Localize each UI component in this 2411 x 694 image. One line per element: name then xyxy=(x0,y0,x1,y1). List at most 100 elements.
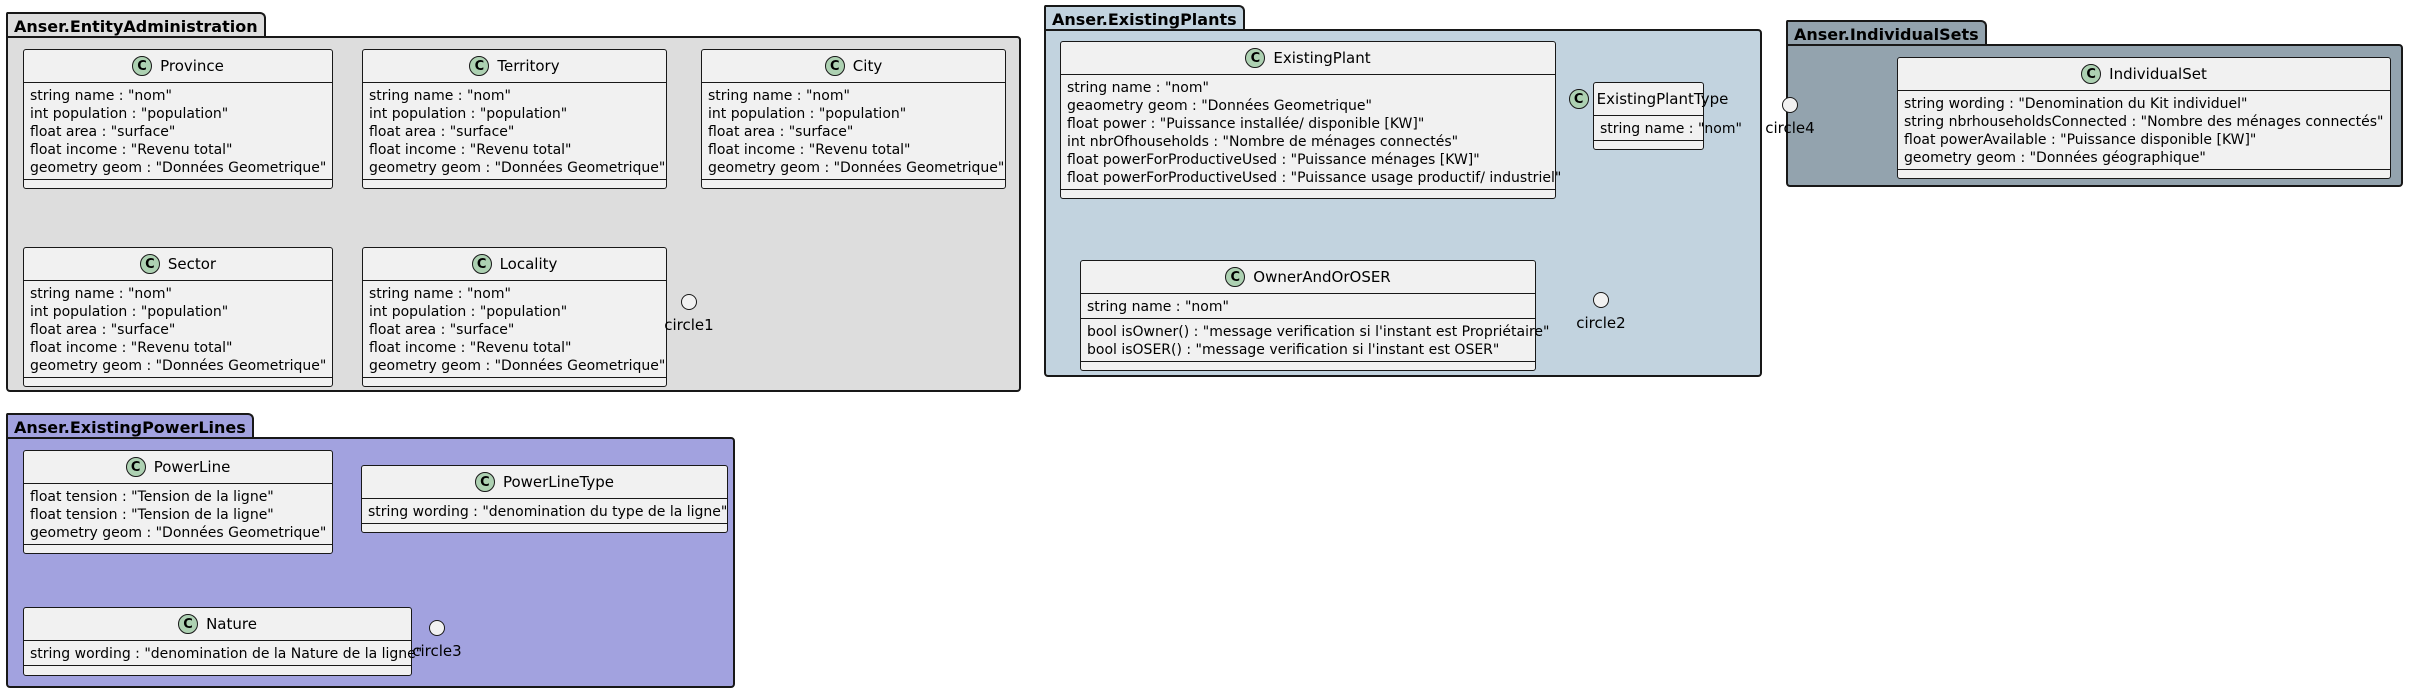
interface-circle4[interactable]: circle4 xyxy=(1750,97,1830,137)
class-method: bool isOSER() : "message verification si… xyxy=(1087,342,1500,358)
class-sector[interactable]: C Sector string name : "nom"int population… xyxy=(23,247,333,387)
class-c-icon: C xyxy=(139,254,160,274)
class-c-icon: C xyxy=(2081,64,2102,84)
class-power-line-type[interactable]: C PowerLineType string wording : "denomina… xyxy=(361,465,728,533)
circle-label: circle4 xyxy=(1765,119,1815,137)
class-attribute: int population : "population" xyxy=(708,106,907,122)
class-header: C Sector xyxy=(24,248,332,281)
class-attribute: geometry geom : "Données Geometrique" xyxy=(369,358,666,374)
class-attribute: float area : "surface" xyxy=(369,322,515,338)
class-c-icon: C xyxy=(125,457,146,477)
class-individual-set[interactable]: C IndividualSet string wording : "Denomina… xyxy=(1897,57,2391,179)
class-attribute: string name : "nom" xyxy=(30,88,172,104)
class-attribute: float income : "Revenu total" xyxy=(30,340,233,356)
class-methods xyxy=(362,524,727,532)
class-attribute: string name : "nom" xyxy=(1067,80,1209,96)
class-method: bool isOwner() : "message verification s… xyxy=(1087,324,1550,340)
class-attribute: geometry geom : "Données Geometrique" xyxy=(369,160,666,176)
class-attributes: string wording : "denomination du type d… xyxy=(362,499,727,524)
class-attributes: string name : "nom" xyxy=(1081,294,1535,319)
class-c-icon: C xyxy=(469,56,490,76)
class-attribute: float tension : "Tension de la ligne" xyxy=(30,489,274,505)
class-name: Province xyxy=(160,57,224,75)
package-tab: Anser.ExistingPlants xyxy=(1044,5,1245,31)
class-footer xyxy=(1081,362,1535,370)
class-attribute: string wording : "denomination de la Nat… xyxy=(30,646,423,662)
circle-icon xyxy=(1782,97,1798,113)
circle-label: circle1 xyxy=(664,316,714,334)
class-locality[interactable]: C Locality string name : "nom"int populati… xyxy=(362,247,667,387)
class-methods xyxy=(1594,141,1703,149)
class-attribute: float area : "surface" xyxy=(708,124,854,140)
circle-icon xyxy=(429,620,445,636)
package-existing-power-lines: Anser.ExistingPowerLines C PowerLine float… xyxy=(6,413,735,688)
class-territory[interactable]: C Territory string name : "nom"int populat… xyxy=(362,49,667,189)
class-header: C Territory xyxy=(363,50,666,83)
class-c-icon: C xyxy=(178,614,199,634)
class-attribute: geaometry geom : "Données Geometrique" xyxy=(1067,98,1372,114)
class-methods xyxy=(24,545,332,553)
package-tab: Anser.ExistingPowerLines xyxy=(6,413,254,439)
class-c-icon: C xyxy=(132,56,153,76)
class-header: C Nature xyxy=(24,608,411,641)
class-c-icon: C xyxy=(474,472,495,492)
class-attributes: string name : "nom"int population : "pop… xyxy=(363,83,666,180)
class-attribute: geometry geom : "Données Geometrique" xyxy=(30,525,327,541)
package-entity-administration: Anser.EntityAdministration C Province stri… xyxy=(6,12,1021,392)
class-attribute: float income : "Revenu total" xyxy=(369,340,572,356)
class-nature[interactable]: C Nature string wording : "denomination de… xyxy=(23,607,423,676)
class-attributes: string name : "nom"int population : "pop… xyxy=(363,281,666,378)
interface-circle1[interactable]: circle1 xyxy=(649,294,729,334)
class-attribute: float powerAvailable : "Puissance dispon… xyxy=(1904,132,2257,148)
class-attribute: string wording : "denomination du type d… xyxy=(368,504,728,520)
class-c-icon: C xyxy=(471,254,492,274)
class-attributes: string name : "nom" geaometry geom : "Don… xyxy=(1061,75,1562,190)
class-name: IndividualSet xyxy=(2109,65,2207,83)
class-attributes: string name : "nom"int population : "pop… xyxy=(702,83,1005,180)
class-power-line[interactable]: C PowerLine float tension : "Tension de la… xyxy=(23,450,333,554)
class-methods xyxy=(1061,190,1555,198)
class-header: C Locality xyxy=(363,248,666,281)
class-header: C PowerLineType xyxy=(362,466,727,499)
class-city[interactable]: C City string name : "nom"int population :… xyxy=(701,49,1006,189)
class-name: Territory xyxy=(497,57,560,75)
class-attribute: int population : "population" xyxy=(30,106,229,122)
class-methods xyxy=(24,180,332,188)
class-attribute: float area : "surface" xyxy=(30,322,176,338)
interface-circle3[interactable]: circle3 xyxy=(397,620,477,660)
package-tab: Anser.EntityAdministration xyxy=(6,12,266,38)
class-attribute: geometry geom : "Données Geometrique" xyxy=(708,160,1005,176)
class-province[interactable]: C Province string name : "nom" int populati… xyxy=(23,49,333,189)
class-methods xyxy=(702,180,1005,188)
class-name: Locality xyxy=(499,255,558,273)
class-name: City xyxy=(852,57,883,75)
circle-label: circle3 xyxy=(412,642,462,660)
class-attribute: float powerForProductiveUsed : "Puissanc… xyxy=(1067,170,1562,186)
class-c-icon: C xyxy=(1245,48,1266,68)
class-name: OwnerAndOrOSER xyxy=(1253,268,1391,286)
class-name: Nature xyxy=(206,615,257,633)
class-methods xyxy=(1898,170,2390,178)
package-tab: Anser.IndividualSets xyxy=(1786,20,1987,46)
class-attributes: string name : "nom"int population : "pop… xyxy=(24,281,332,378)
class-attributes: string wording : "Denomination du Kit in… xyxy=(1898,91,2390,170)
class-attributes: string wording : "denomination de la Nat… xyxy=(24,641,423,666)
class-name: PowerLineType xyxy=(502,473,615,491)
interface-circle2[interactable]: circle2 xyxy=(1561,292,1641,332)
class-c-icon: C xyxy=(824,56,845,76)
class-attribute: string name : "nom" xyxy=(30,286,172,302)
class-name: PowerLine xyxy=(153,458,231,476)
class-attribute: int nbrOfhouseholds : "Nombre de ménages… xyxy=(1067,134,1459,150)
class-header: C City xyxy=(702,50,1005,83)
class-attribute: float income : "Revenu total" xyxy=(369,142,572,158)
class-attribute: float area : "surface" xyxy=(30,124,176,140)
class-attribute: float income : "Revenu total" xyxy=(708,142,911,158)
class-name: Sector xyxy=(167,255,217,273)
circle-label: circle2 xyxy=(1576,314,1626,332)
class-attribute: float powerForProductiveUsed : "Puissanc… xyxy=(1067,152,1480,168)
